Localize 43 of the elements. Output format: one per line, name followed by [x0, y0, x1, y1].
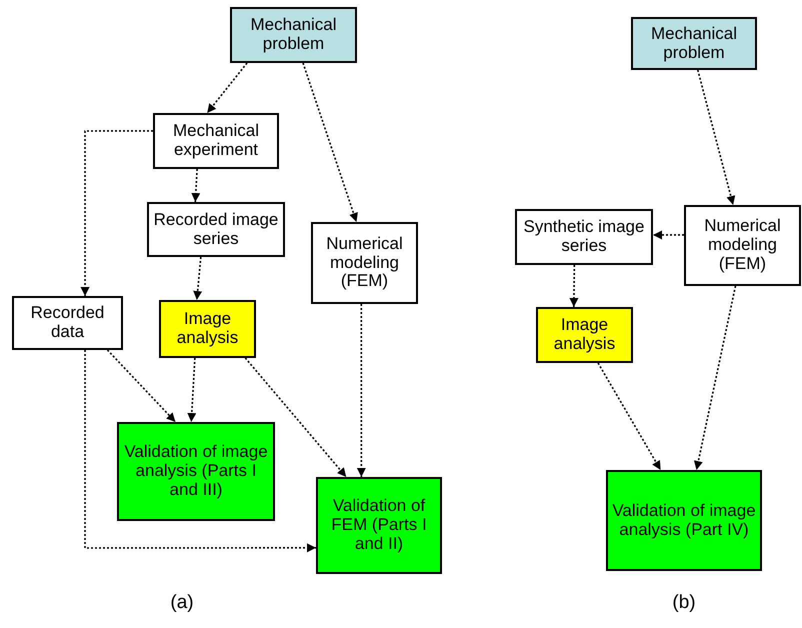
validation-box	[606, 470, 762, 571]
node-text: Validation of image analysis (Parts I and III)	[123, 443, 269, 500]
arrow	[597, 362, 662, 470]
node-text: Image analysis	[176, 310, 240, 348]
node-text: Numerical modeling (FEM)	[325, 234, 404, 292]
arrow	[187, 358, 196, 422]
node-text: Numerical modeling (FEM)	[703, 217, 782, 274]
node-text: Synthetic image series	[522, 218, 646, 256]
panel-label: (a)	[170, 590, 194, 615]
analysis-box	[159, 300, 256, 358]
node-text: Mechanical problem	[650, 24, 738, 62]
validation-box	[117, 422, 275, 521]
process-box	[147, 202, 285, 257]
validation-box	[316, 477, 442, 574]
node-text: Image analysis	[552, 316, 616, 354]
panel-label: (b)	[672, 590, 696, 615]
arrow	[80, 130, 153, 296]
arrow	[653, 230, 684, 240]
node-text: Mechanical experiment	[172, 122, 260, 160]
problem-box	[230, 7, 357, 63]
arrow	[84, 350, 316, 552]
arrow	[302, 62, 358, 222]
process-box	[515, 209, 653, 265]
arrow	[244, 357, 347, 478]
node-text: Mechanical problem	[250, 16, 338, 54]
arrow	[697, 70, 736, 206]
analysis-box	[536, 307, 633, 363]
process-box	[684, 205, 801, 286]
arrow	[206, 62, 248, 114]
node-text: Recorded data	[30, 304, 106, 342]
arrow	[694, 286, 736, 470]
arrow	[191, 168, 200, 202]
arrow	[356, 304, 366, 477]
arrow	[193, 256, 202, 300]
process-box	[12, 296, 123, 350]
node-text: Validation of FEM (Parts I and II)	[330, 497, 428, 554]
process-box	[311, 222, 418, 304]
problem-box	[631, 17, 757, 70]
arrow	[569, 264, 578, 308]
arrow	[106, 349, 176, 423]
process-box	[153, 113, 279, 169]
node-text: Validation of image analysis (Part IV)	[611, 502, 757, 540]
node-text: Recorded image series	[152, 210, 280, 248]
